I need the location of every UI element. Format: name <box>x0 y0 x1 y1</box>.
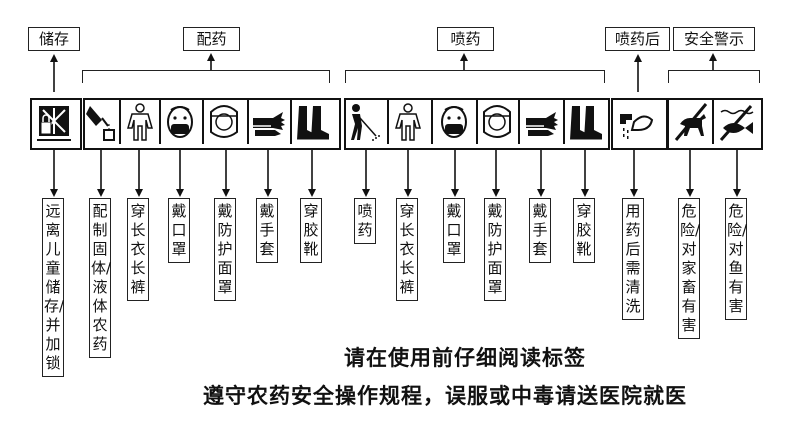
notice-line-1: 请在使用前仔细阅读标签 <box>344 346 586 370</box>
icon-divider <box>476 100 478 144</box>
label-mix-wear-clothes: 穿长衣长裤 <box>127 198 149 301</box>
icon-divider <box>431 100 433 144</box>
label-mix-solid-liquid: 配制固体/液体农药 <box>89 198 111 358</box>
icon-divider <box>290 100 292 144</box>
label-storage-note: 远离儿童储存/并加锁 <box>42 198 64 377</box>
label-mix-wear-boots: 穿胶靴 <box>300 198 322 263</box>
label-spray-wear-mask: 戴口罩 <box>443 198 465 263</box>
boots-icon <box>566 100 604 144</box>
label-spray-wear-boots: 穿胶靴 <box>573 198 595 263</box>
header-spraying: 喷药 <box>437 27 494 51</box>
coverall-icon <box>389 100 427 144</box>
label-mix-wear-gloves: 戴手套 <box>256 198 278 263</box>
icon-divider <box>119 100 121 144</box>
label-mix-wear-mask: 戴口罩 <box>168 198 190 263</box>
fish-danger-icon <box>717 100 755 144</box>
bracket-mixing <box>82 70 330 83</box>
bracket-spraying <box>345 70 605 83</box>
sprayer-person-icon <box>346 100 384 144</box>
gloves-icon <box>522 100 560 144</box>
face-shield-icon <box>205 100 243 144</box>
header-mixing: 配药 <box>183 27 240 51</box>
bracket-safety-warning <box>668 70 760 83</box>
boots-icon <box>293 100 331 144</box>
gloves-icon <box>249 100 287 144</box>
icon-divider <box>387 100 389 144</box>
header-after-spraying: 喷药后 <box>605 27 670 51</box>
label-spray-wear-clothes: 穿长衣长裤 <box>396 198 418 301</box>
notice-line-2: 遵守农药安全操作规程，误服或中毒请送医院就医 <box>203 384 687 408</box>
label-after-wash: 用药后需清洗 <box>622 198 644 320</box>
icon-divider <box>247 100 249 144</box>
pouring-pesticide-icon <box>82 100 120 144</box>
label-spray-wear-gloves: 戴手套 <box>529 198 551 263</box>
mask-icon <box>161 100 199 144</box>
label-danger-livestock: 危险/对家畜有害 <box>678 198 700 339</box>
header-safety-warning: 安全警示 <box>673 27 755 51</box>
icon-divider <box>518 100 520 144</box>
icon-divider <box>563 100 565 144</box>
mask-icon <box>435 100 473 144</box>
face-shield-icon <box>478 100 516 144</box>
icon-divider <box>159 100 161 144</box>
locked-storage-icon <box>35 100 73 144</box>
hand-washing-icon <box>618 100 656 144</box>
icon-divider <box>712 100 714 144</box>
label-spray: 喷药 <box>354 198 376 244</box>
label-mix-wear-face-shield: 戴防护面罩 <box>214 198 236 301</box>
icon-divider <box>202 100 204 144</box>
coverall-icon <box>121 100 159 144</box>
label-danger-fish: 危险/对鱼有害 <box>725 198 747 320</box>
header-storage: 储存 <box>28 27 80 51</box>
icon-strip-storage <box>30 98 82 150</box>
livestock-danger-icon <box>672 100 710 144</box>
label-spray-wear-face-shield: 戴防护面罩 <box>484 198 506 301</box>
